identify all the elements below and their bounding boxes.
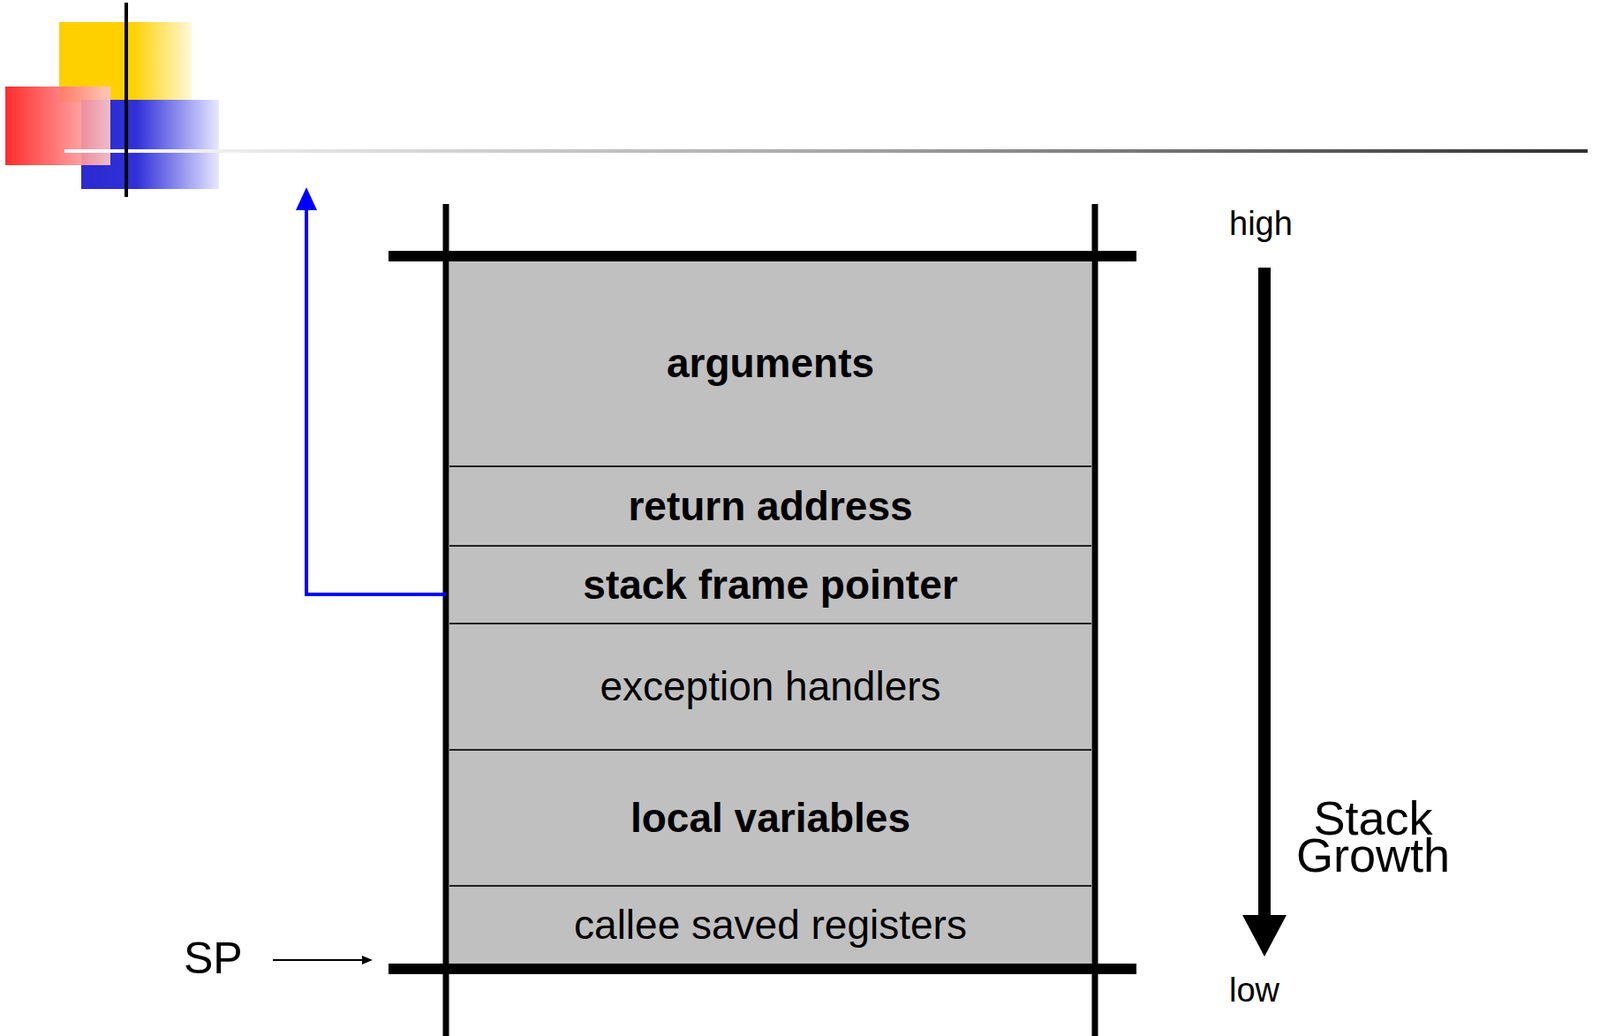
logo-square xyxy=(5,86,111,166)
slot-label: arguments xyxy=(666,340,875,386)
scale-label: low xyxy=(1229,973,1280,1007)
slot-label: exception handlers xyxy=(599,664,941,710)
frame-pointer-link xyxy=(306,208,446,595)
stack-slot: stack frame pointer xyxy=(449,544,1092,623)
slot-label: local variables xyxy=(630,795,911,841)
stack-slot: local variables xyxy=(449,748,1092,885)
arrowhead xyxy=(295,187,317,211)
stack-wall xyxy=(443,203,450,1036)
pointer-label: SP xyxy=(183,935,243,981)
slot-label: return address xyxy=(627,483,913,529)
growth-arrow xyxy=(1258,267,1271,919)
logo-line xyxy=(124,2,129,197)
sp-leader xyxy=(272,958,364,961)
arrowhead xyxy=(362,955,373,965)
scale-label: high xyxy=(1229,206,1293,241)
stack-slot: return address xyxy=(449,465,1092,545)
slot-label: stack frame pointer xyxy=(582,562,958,608)
stack-slot: arguments xyxy=(449,261,1092,466)
growth-label: Stack Growth xyxy=(1271,799,1475,874)
frame-top xyxy=(388,250,1137,262)
header-rule xyxy=(64,149,1588,153)
stack-slot: exception handlers xyxy=(449,622,1092,749)
stack-slot: callee saved registers xyxy=(449,884,1092,964)
slot-label: callee saved registers xyxy=(573,902,967,948)
arrowhead xyxy=(1242,914,1287,957)
stack-wall xyxy=(1092,203,1099,1036)
frame-bottom xyxy=(388,963,1137,974)
